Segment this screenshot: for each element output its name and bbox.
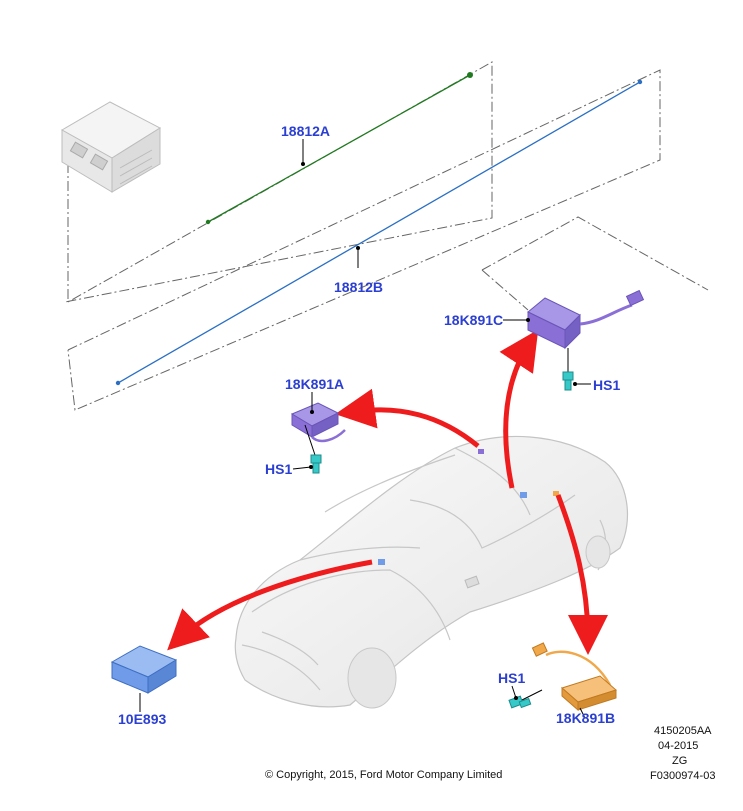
module-18k891a-illustration bbox=[290, 402, 346, 456]
doc-code: ZG bbox=[672, 755, 687, 767]
cable-frame-lower bbox=[67, 69, 661, 411]
label-18812b: 18812B bbox=[334, 279, 383, 295]
label-10e893: 10E893 bbox=[118, 711, 166, 727]
vehicle-body-illustration bbox=[234, 435, 629, 709]
module-10e893-illustration bbox=[110, 645, 178, 712]
module-frame bbox=[481, 216, 709, 311]
location-arrows bbox=[167, 329, 608, 655]
doc-date: 04-2015 bbox=[658, 740, 698, 752]
screw-hs1-c-icon bbox=[562, 371, 574, 391]
doc-number: 4150205AA bbox=[654, 725, 712, 737]
cable-18812b bbox=[115, 79, 643, 386]
label-hs1-a: HS1 bbox=[265, 461, 292, 477]
label-18812a: 18812A bbox=[281, 123, 330, 139]
screw-hs1-a-icon bbox=[310, 454, 322, 474]
module-18k891c-illustration bbox=[527, 289, 645, 372]
label-hs1-b: HS1 bbox=[498, 670, 525, 686]
module-18k891b-illustration bbox=[521, 642, 617, 719]
screw-hs1-b-icon bbox=[508, 695, 532, 709]
copyright-text: © Copyright, 2015, Ford Motor Company Li… bbox=[265, 769, 502, 781]
label-hs1-c: HS1 bbox=[593, 377, 620, 393]
label-18k891a: 18K891A bbox=[285, 376, 344, 392]
leader-lines bbox=[292, 139, 591, 700]
figure-id: F0300974-03 bbox=[650, 770, 715, 782]
gateway-module-illustration bbox=[60, 101, 162, 193]
cable-18812a bbox=[205, 72, 473, 225]
label-18k891b: 18K891B bbox=[556, 710, 615, 726]
label-18k891c: 18K891C bbox=[444, 312, 503, 328]
